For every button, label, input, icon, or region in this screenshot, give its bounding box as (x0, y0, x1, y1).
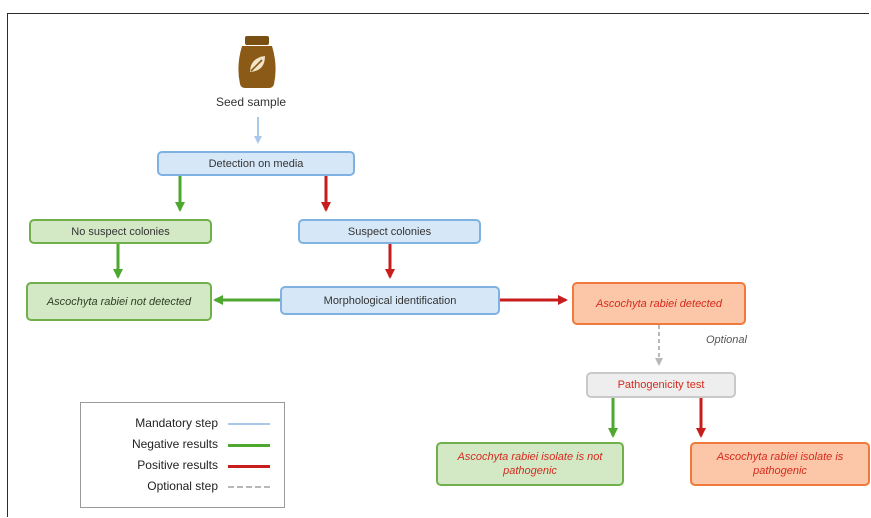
no-suspect-colonies-box: No suspect colonies (29, 219, 212, 244)
not-detected-box: Ascochyta rabiei not detected (26, 282, 212, 321)
legend-swatch (228, 423, 270, 425)
legend-item-positive: Positive results (81, 456, 284, 476)
morphological-identification-box: Morphological identification (280, 286, 500, 315)
pathogenicity-test-box: Pathogenicity test (586, 372, 736, 398)
legend-item-negative: Negative results (81, 435, 284, 455)
optional-label: Optional (706, 334, 747, 346)
pathogenic-box: Ascochyta rabiei isolate is pathogenic (690, 442, 870, 486)
legend-swatch (228, 465, 270, 468)
legend-item-optional: Optional step (81, 477, 284, 497)
legend-label: Optional step (147, 479, 218, 493)
legend-swatch (228, 486, 270, 488)
legend: Mandatory step Negative results Positive… (80, 402, 285, 508)
seed-bag-icon (236, 36, 278, 93)
seed-sample-label: Seed sample (216, 95, 287, 109)
suspect-colonies-box: Suspect colonies (298, 219, 481, 244)
detected-box: Ascochyta rabiei detected (572, 282, 746, 325)
legend-label: Positive results (137, 458, 218, 472)
legend-label: Negative results (131, 437, 218, 451)
figure-frame (7, 13, 869, 517)
detection-on-media-box: Detection on media (157, 151, 355, 176)
not-pathogenic-box: Ascochyta rabiei isolate is not pathogen… (436, 442, 624, 486)
legend-swatch (228, 444, 270, 447)
legend-label: Mandatory step (135, 416, 218, 430)
legend-item-mandatory: Mandatory step (81, 414, 284, 434)
